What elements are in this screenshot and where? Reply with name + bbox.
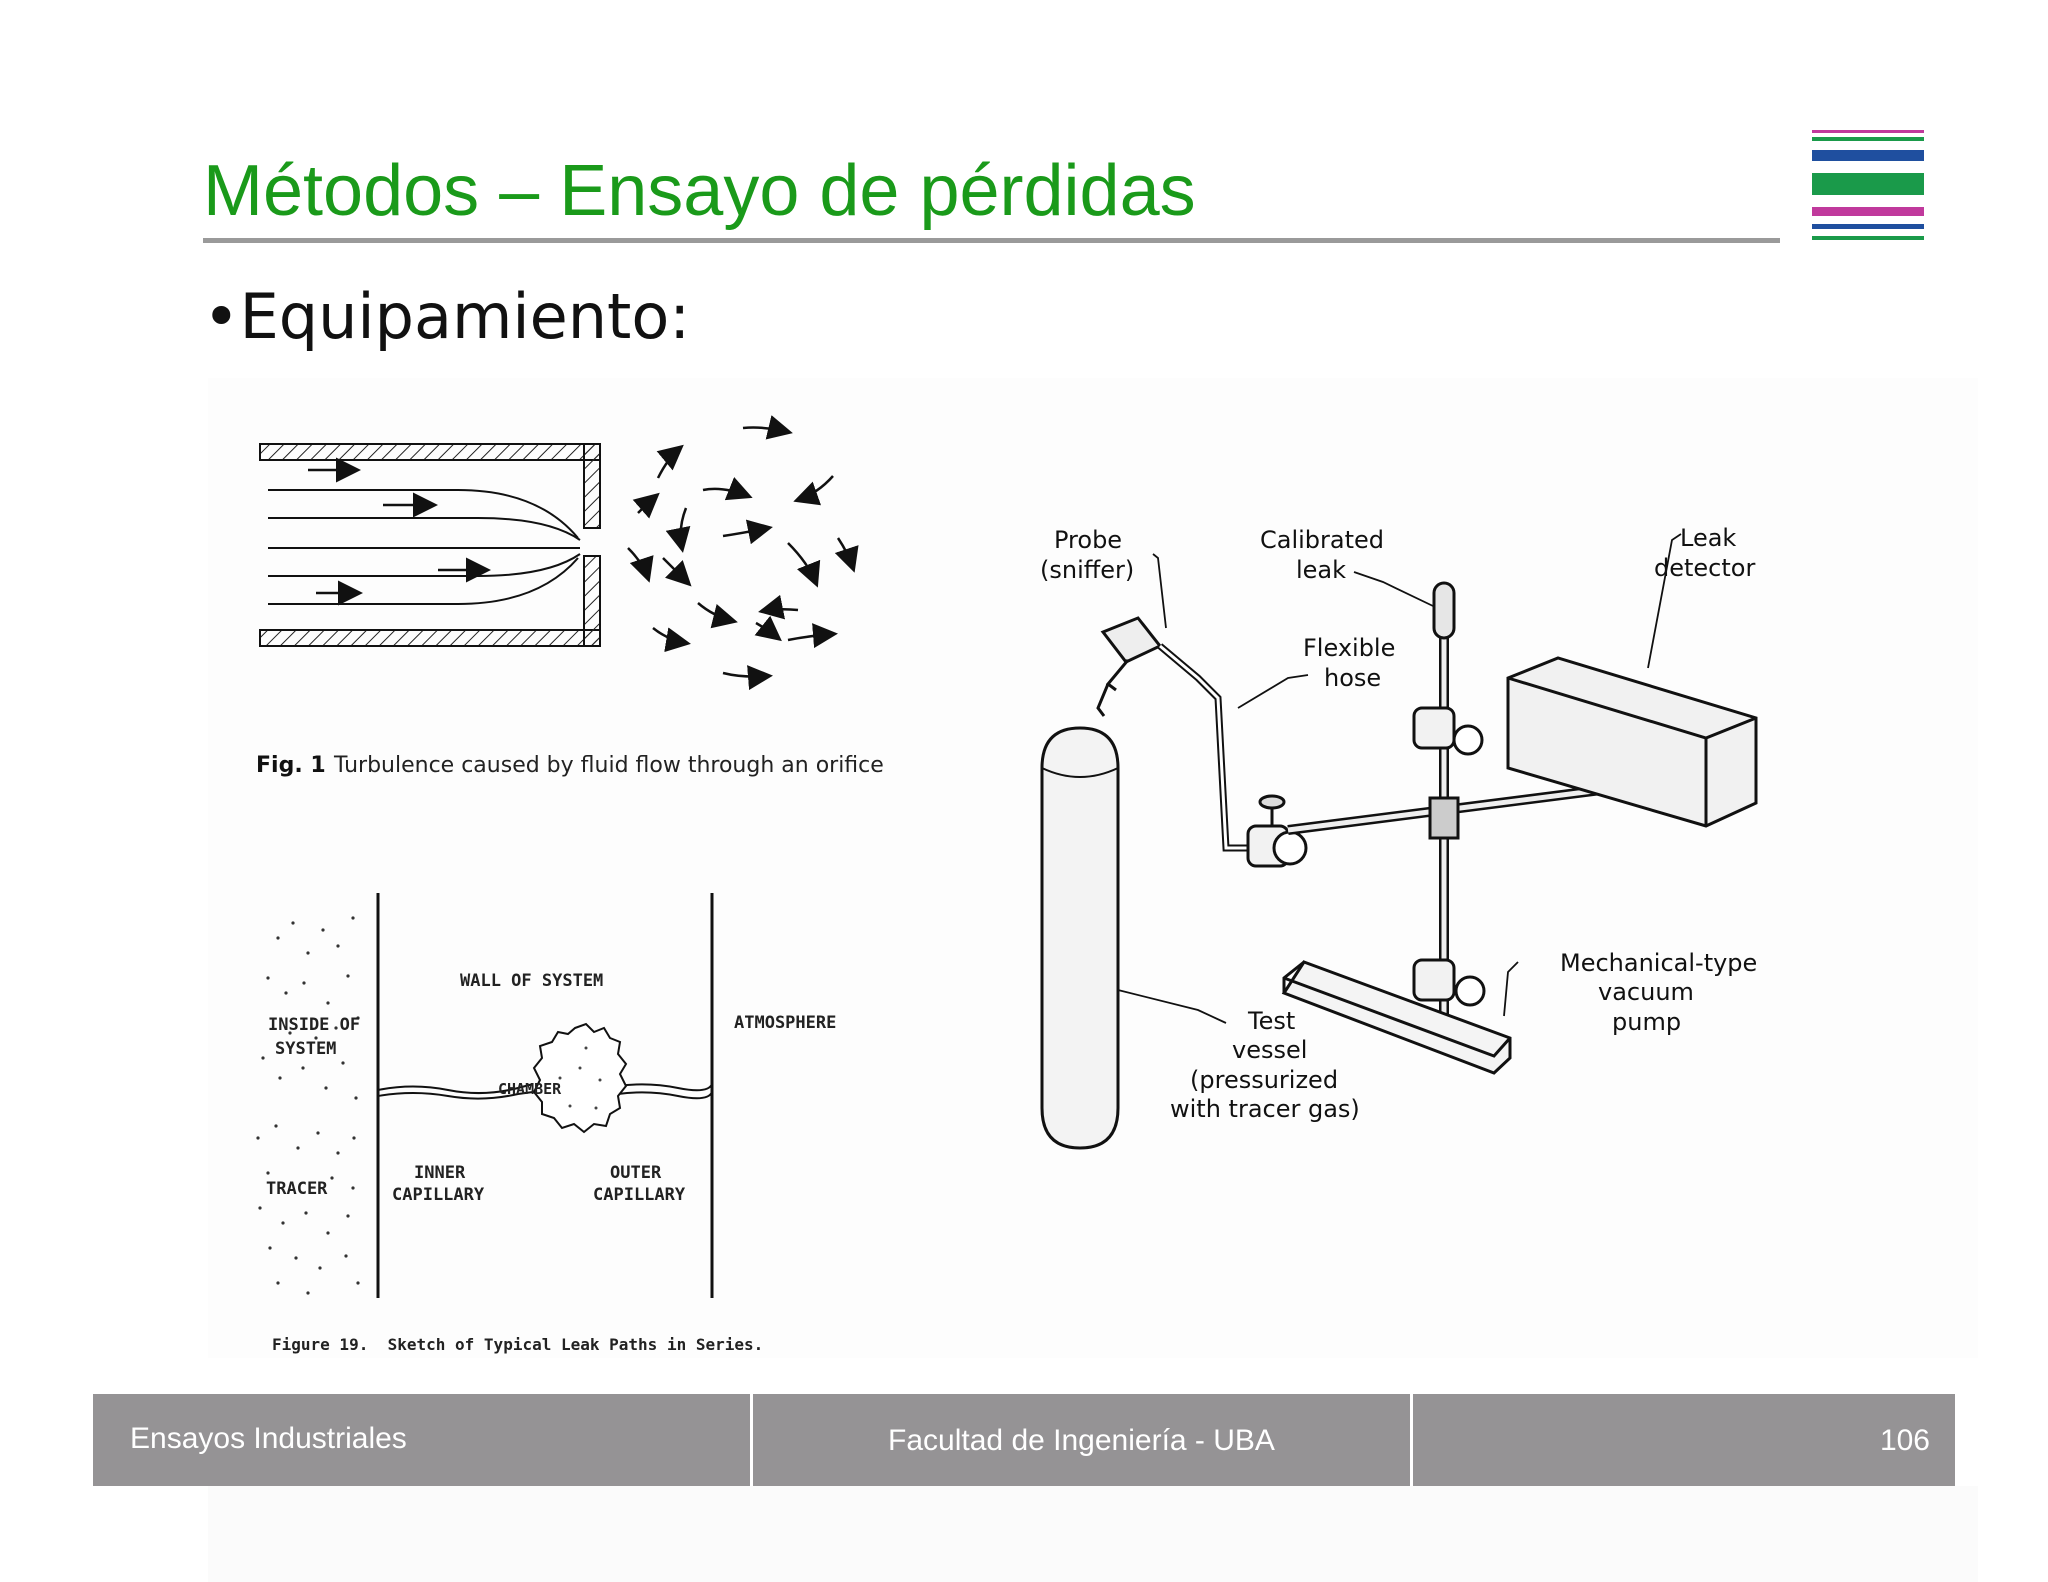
orifice-plate-upper [583,443,601,529]
inner-capillary [377,1083,534,1095]
upper-clamp [1412,706,1456,750]
leader-flexible [1237,674,1309,709]
label-vacuum: vacuum [1598,978,1694,1006]
footer-course-text: Ensayos Industriales [130,1422,407,1455]
tracer-dots [256,916,360,1295]
footer-shadow-area [208,1486,1978,1582]
figure1-caption: Turbulence caused by fluid flow through … [333,753,884,778]
bullet-equipamiento: •Equipamiento: [203,280,691,353]
turbulence-arrow [665,507,691,553]
logo-stripe [1812,173,1924,195]
figures-panel: Fig. 1 Turbulence caused by fluid flow t… [208,378,1978,1358]
probe-sniffer [1100,616,1163,664]
footer-faculty: Facultad de Ingeniería - UBA [753,1394,1410,1486]
lower-clamp [1412,958,1456,1002]
logo-stripe [1812,236,1924,240]
label-flexible: Flexible [1303,634,1395,662]
leak-chamber [532,1022,628,1134]
turbulence-arrow [787,542,821,588]
label-leak: leak [1296,556,1346,584]
turbulence-arrow [656,444,684,479]
label-outer-capillary: CAPILLARY [593,1185,686,1205]
label-system: SYSTEM [275,1039,336,1059]
logo-stripe [1812,224,1924,229]
label-atmosphere: ATMOSPHERE [734,1013,836,1033]
label-mechanical-type: Mechanical-type [1560,949,1757,977]
label-pressurized: (pressurized [1190,1066,1338,1094]
logo-stripe [1812,150,1924,161]
turbulence-arrow [834,537,859,573]
turbulence-arrow [758,594,799,620]
turbulence-arrow [652,627,691,653]
figures-svg: Fig. 1 Turbulence caused by fluid flow t… [256,415,1758,1354]
turbulence-arrow [702,476,753,501]
footer-page: 106 [1413,1394,1955,1486]
inner-capillary [377,1091,534,1100]
label-test: Test [1247,1007,1295,1035]
label-hose: hose [1324,664,1381,692]
test-vessel [1040,726,1120,1150]
label-pump: pump [1612,1008,1681,1036]
calibrated-leak [1432,581,1456,640]
label-calibrated: Calibrated [1260,526,1384,554]
turbulence-arrow [754,615,782,642]
flow-streamline [268,517,581,541]
leader-vessel [1117,989,1227,1024]
label-outer: OUTER [610,1163,662,1183]
base-plate [1281,960,1512,1075]
turbulence-arrow [793,475,834,506]
leader-detector [1647,533,1682,669]
turbulence-arrow [787,623,838,649]
turbulence-arrow [662,557,692,587]
logo-stripe [1812,137,1924,141]
label-chamber: CHAMBER [498,1080,562,1098]
leak-detector-box [1506,656,1758,828]
label-leak-detector-2: detector [1654,554,1755,582]
turbulence-arrow [697,602,738,629]
figure19-caption: Figure 19. Sketch of Typical Leak Paths … [272,1335,763,1354]
leader-pump [1503,961,1519,1017]
page-number: 106 [1879,1424,1930,1457]
footer-course: Ensayos Industriales [93,1394,750,1486]
figure1-orifice-diagram [259,415,859,691]
label-inner-capillary: CAPILLARY [392,1185,485,1205]
label-probe: Probe [1054,526,1122,554]
turbulence-arrow [627,547,654,583]
flow-streamline [268,553,581,577]
label-inside-of: INSIDE OF [268,1015,360,1035]
leader-probe [1152,553,1167,629]
turbulence-arrow [722,519,773,545]
leader-calibrated [1353,571,1434,607]
turbulence-arrow [722,665,773,691]
label-vessel: vessel [1232,1036,1307,1064]
label-tracer: TRACER [266,1179,328,1199]
turbulence-arrow [632,492,660,519]
pipe-bottom-wall [259,629,601,647]
outer-capillary [617,1091,713,1100]
label-tracer-gas: with tracer gas) [1170,1095,1360,1123]
leak-test-apparatus-diagram [1040,533,1758,1150]
logo-stripe [1812,130,1924,133]
outer-capillary [617,1083,713,1092]
title-underline [203,238,1780,243]
label-inner: INNER [414,1163,466,1183]
flow-streamline [268,557,579,605]
turbulence-arrow [742,415,793,440]
striped-logo-icon [1812,130,1924,240]
slide-title: Métodos – Ensayo de pérdidas [203,151,1196,231]
label-wall-of-system: WALL OF SYSTEM [460,971,603,991]
pipe-top-wall [259,443,601,461]
label-leak-detector-1: Leak [1680,524,1736,552]
footer-faculty-text: Facultad de Ingeniería - UBA [888,1424,1275,1457]
orifice-plate-lower [583,555,601,647]
figure1-caption-label: Fig. 1 [256,753,326,778]
label-sniffer: (sniffer) [1040,556,1134,584]
figure19-leak-paths-diagram [256,893,714,1298]
flow-streamline [268,489,579,539]
logo-stripe [1812,207,1924,216]
slide-footer: Ensayos Industriales Facultad de Ingenie… [93,1394,1955,1486]
flexible-hose [1157,643,1256,852]
